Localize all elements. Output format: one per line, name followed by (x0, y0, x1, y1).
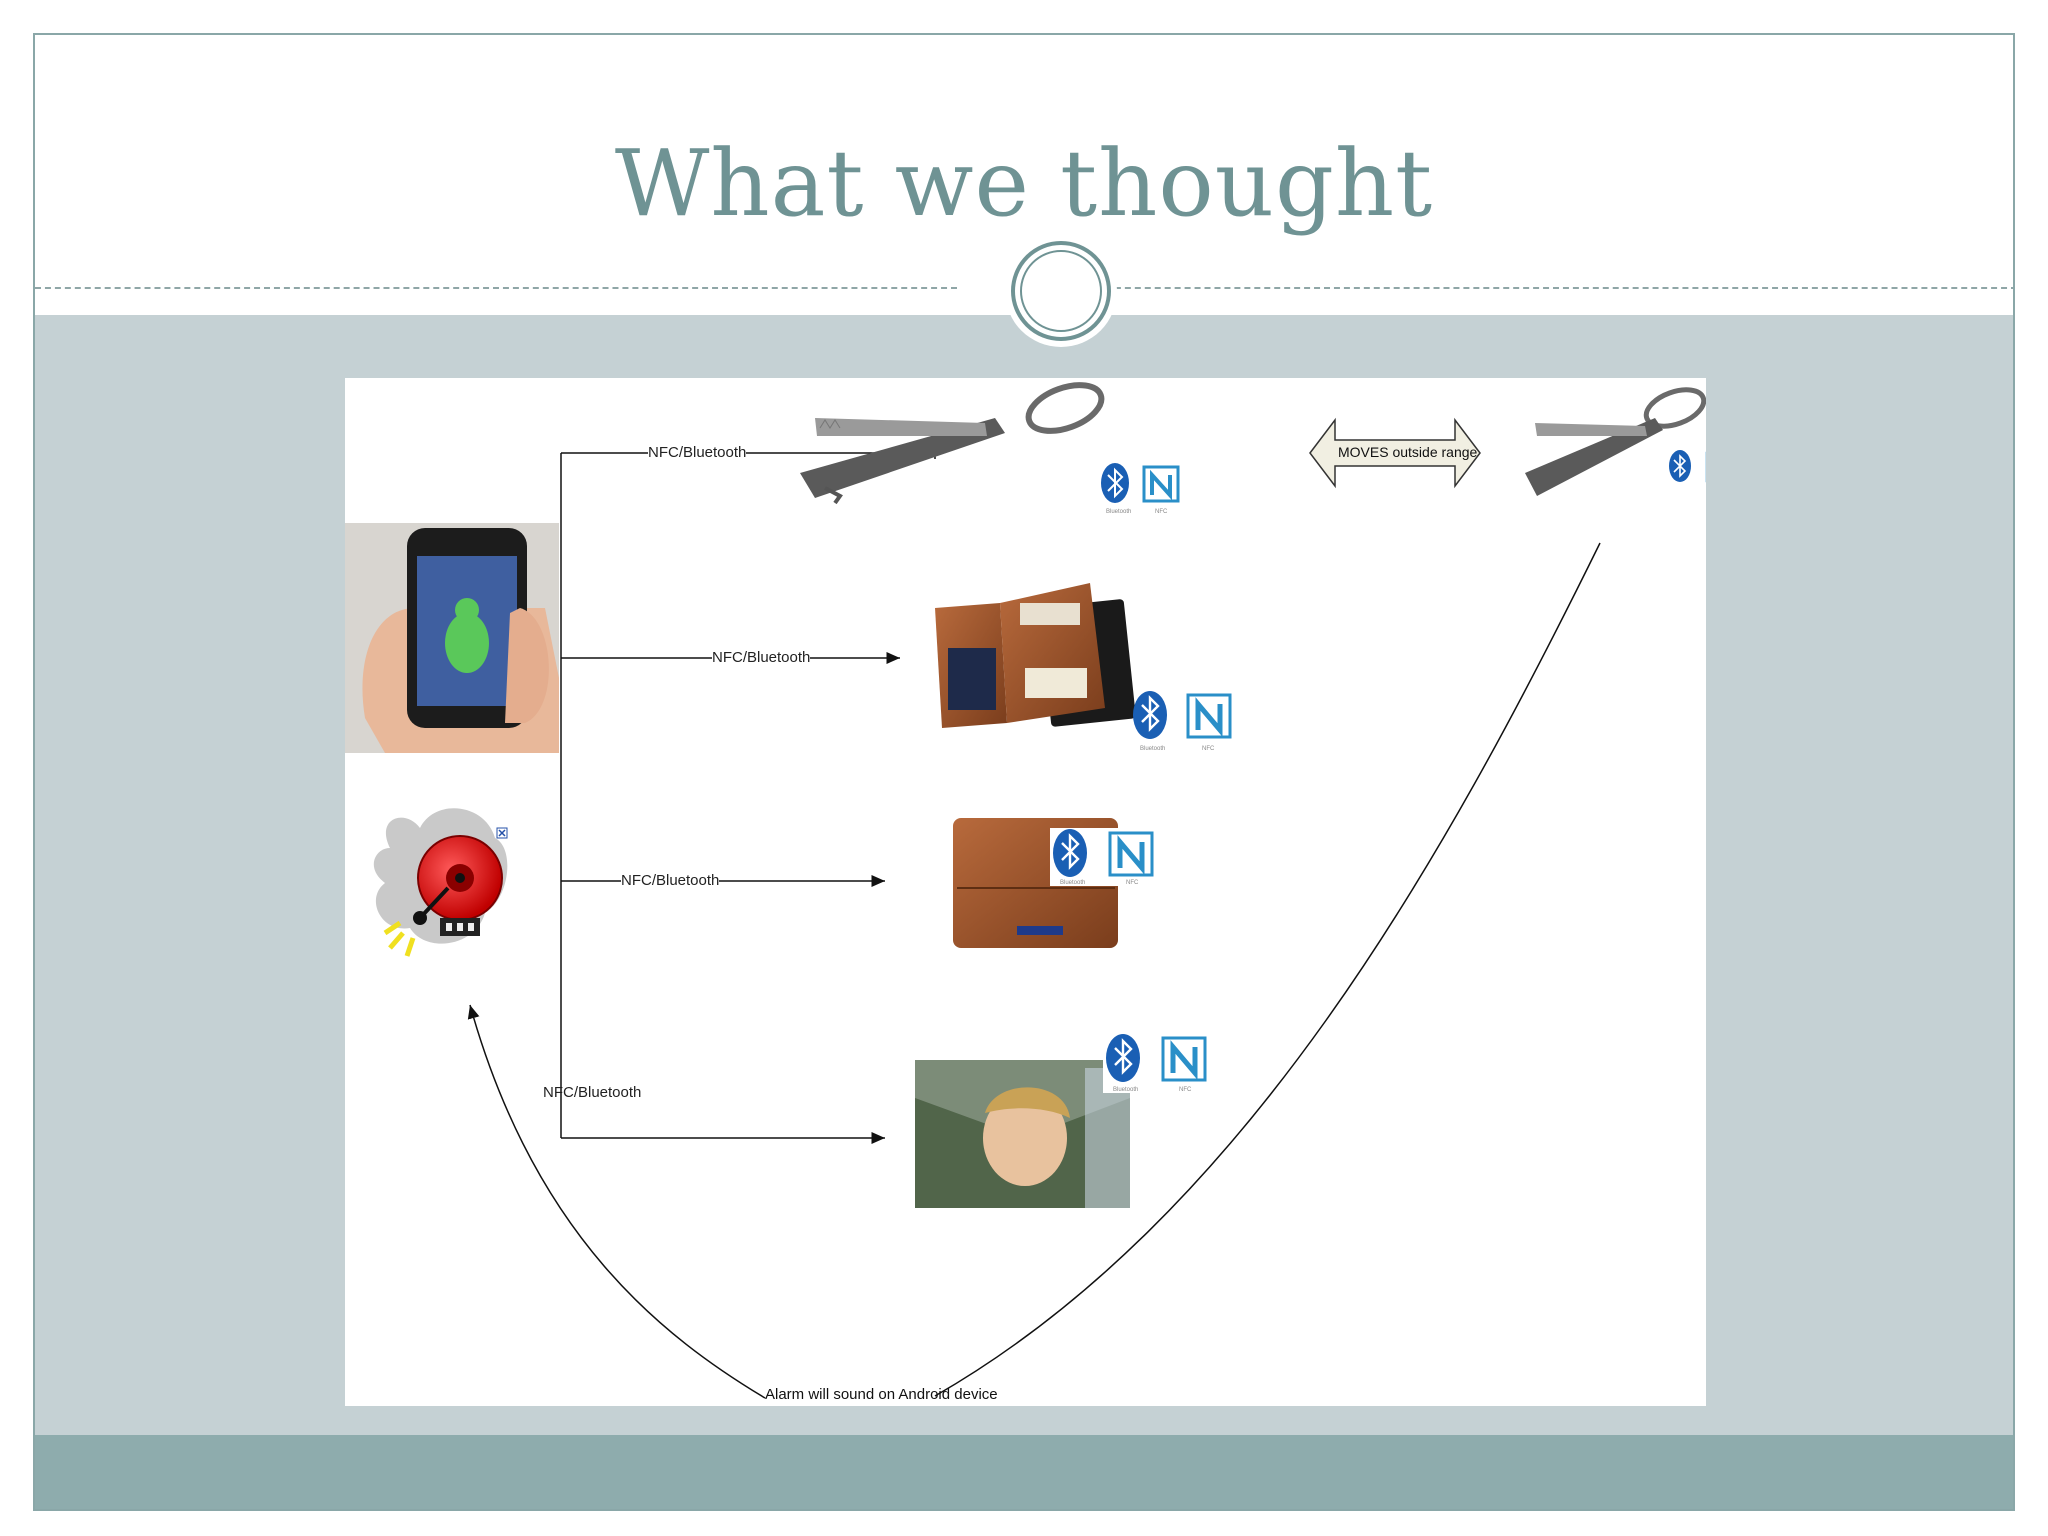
slide-title: What we thought (35, 130, 2013, 237)
svg-text:Bluetooth: Bluetooth (1140, 746, 1165, 752)
svg-text:NFC: NFC (1202, 746, 1215, 752)
svg-text:NFC: NFC (1126, 880, 1139, 886)
svg-text:NFC: NFC (1179, 1087, 1192, 1093)
link-label-child: NFC/Bluetooth (543, 1084, 641, 1102)
concept-diagram: Bluetooth NFC Bluetooth NFC (345, 378, 1706, 1406)
svg-text:Bluetooth: Bluetooth (1106, 509, 1131, 515)
svg-text:Bluetooth: Bluetooth (1113, 1087, 1138, 1093)
title-divider-right (1095, 287, 2015, 289)
moves-outside-range-label: MOVES outside range (1338, 444, 1477, 460)
title-divider-left (35, 287, 957, 289)
footer-bar (35, 1435, 2013, 1511)
circle-ornament (1001, 231, 1121, 351)
alarm-bell (374, 808, 508, 956)
link-label-wallet: NFC/Bluetooth (621, 872, 719, 890)
diagram-canvas: Bluetooth NFC Bluetooth NFC (345, 378, 1706, 1406)
svg-text:Bluetooth: Bluetooth (1060, 880, 1085, 886)
slide: What we thought (33, 33, 2015, 1511)
svg-text:NFC: NFC (1155, 509, 1168, 515)
android-phone (345, 523, 559, 753)
link-label-passport: NFC/Bluetooth (712, 649, 810, 667)
alarm-label: Alarm will sound on Android device (765, 1386, 998, 1403)
link-label-keys: NFC/Bluetooth (648, 444, 746, 462)
keys-item (800, 378, 1108, 503)
passport-wallet-item (935, 583, 1136, 728)
child-photo (915, 1060, 1130, 1208)
bt-nfc-badges: Bluetooth NFC Bluetooth NFC (1050, 450, 1706, 1093)
